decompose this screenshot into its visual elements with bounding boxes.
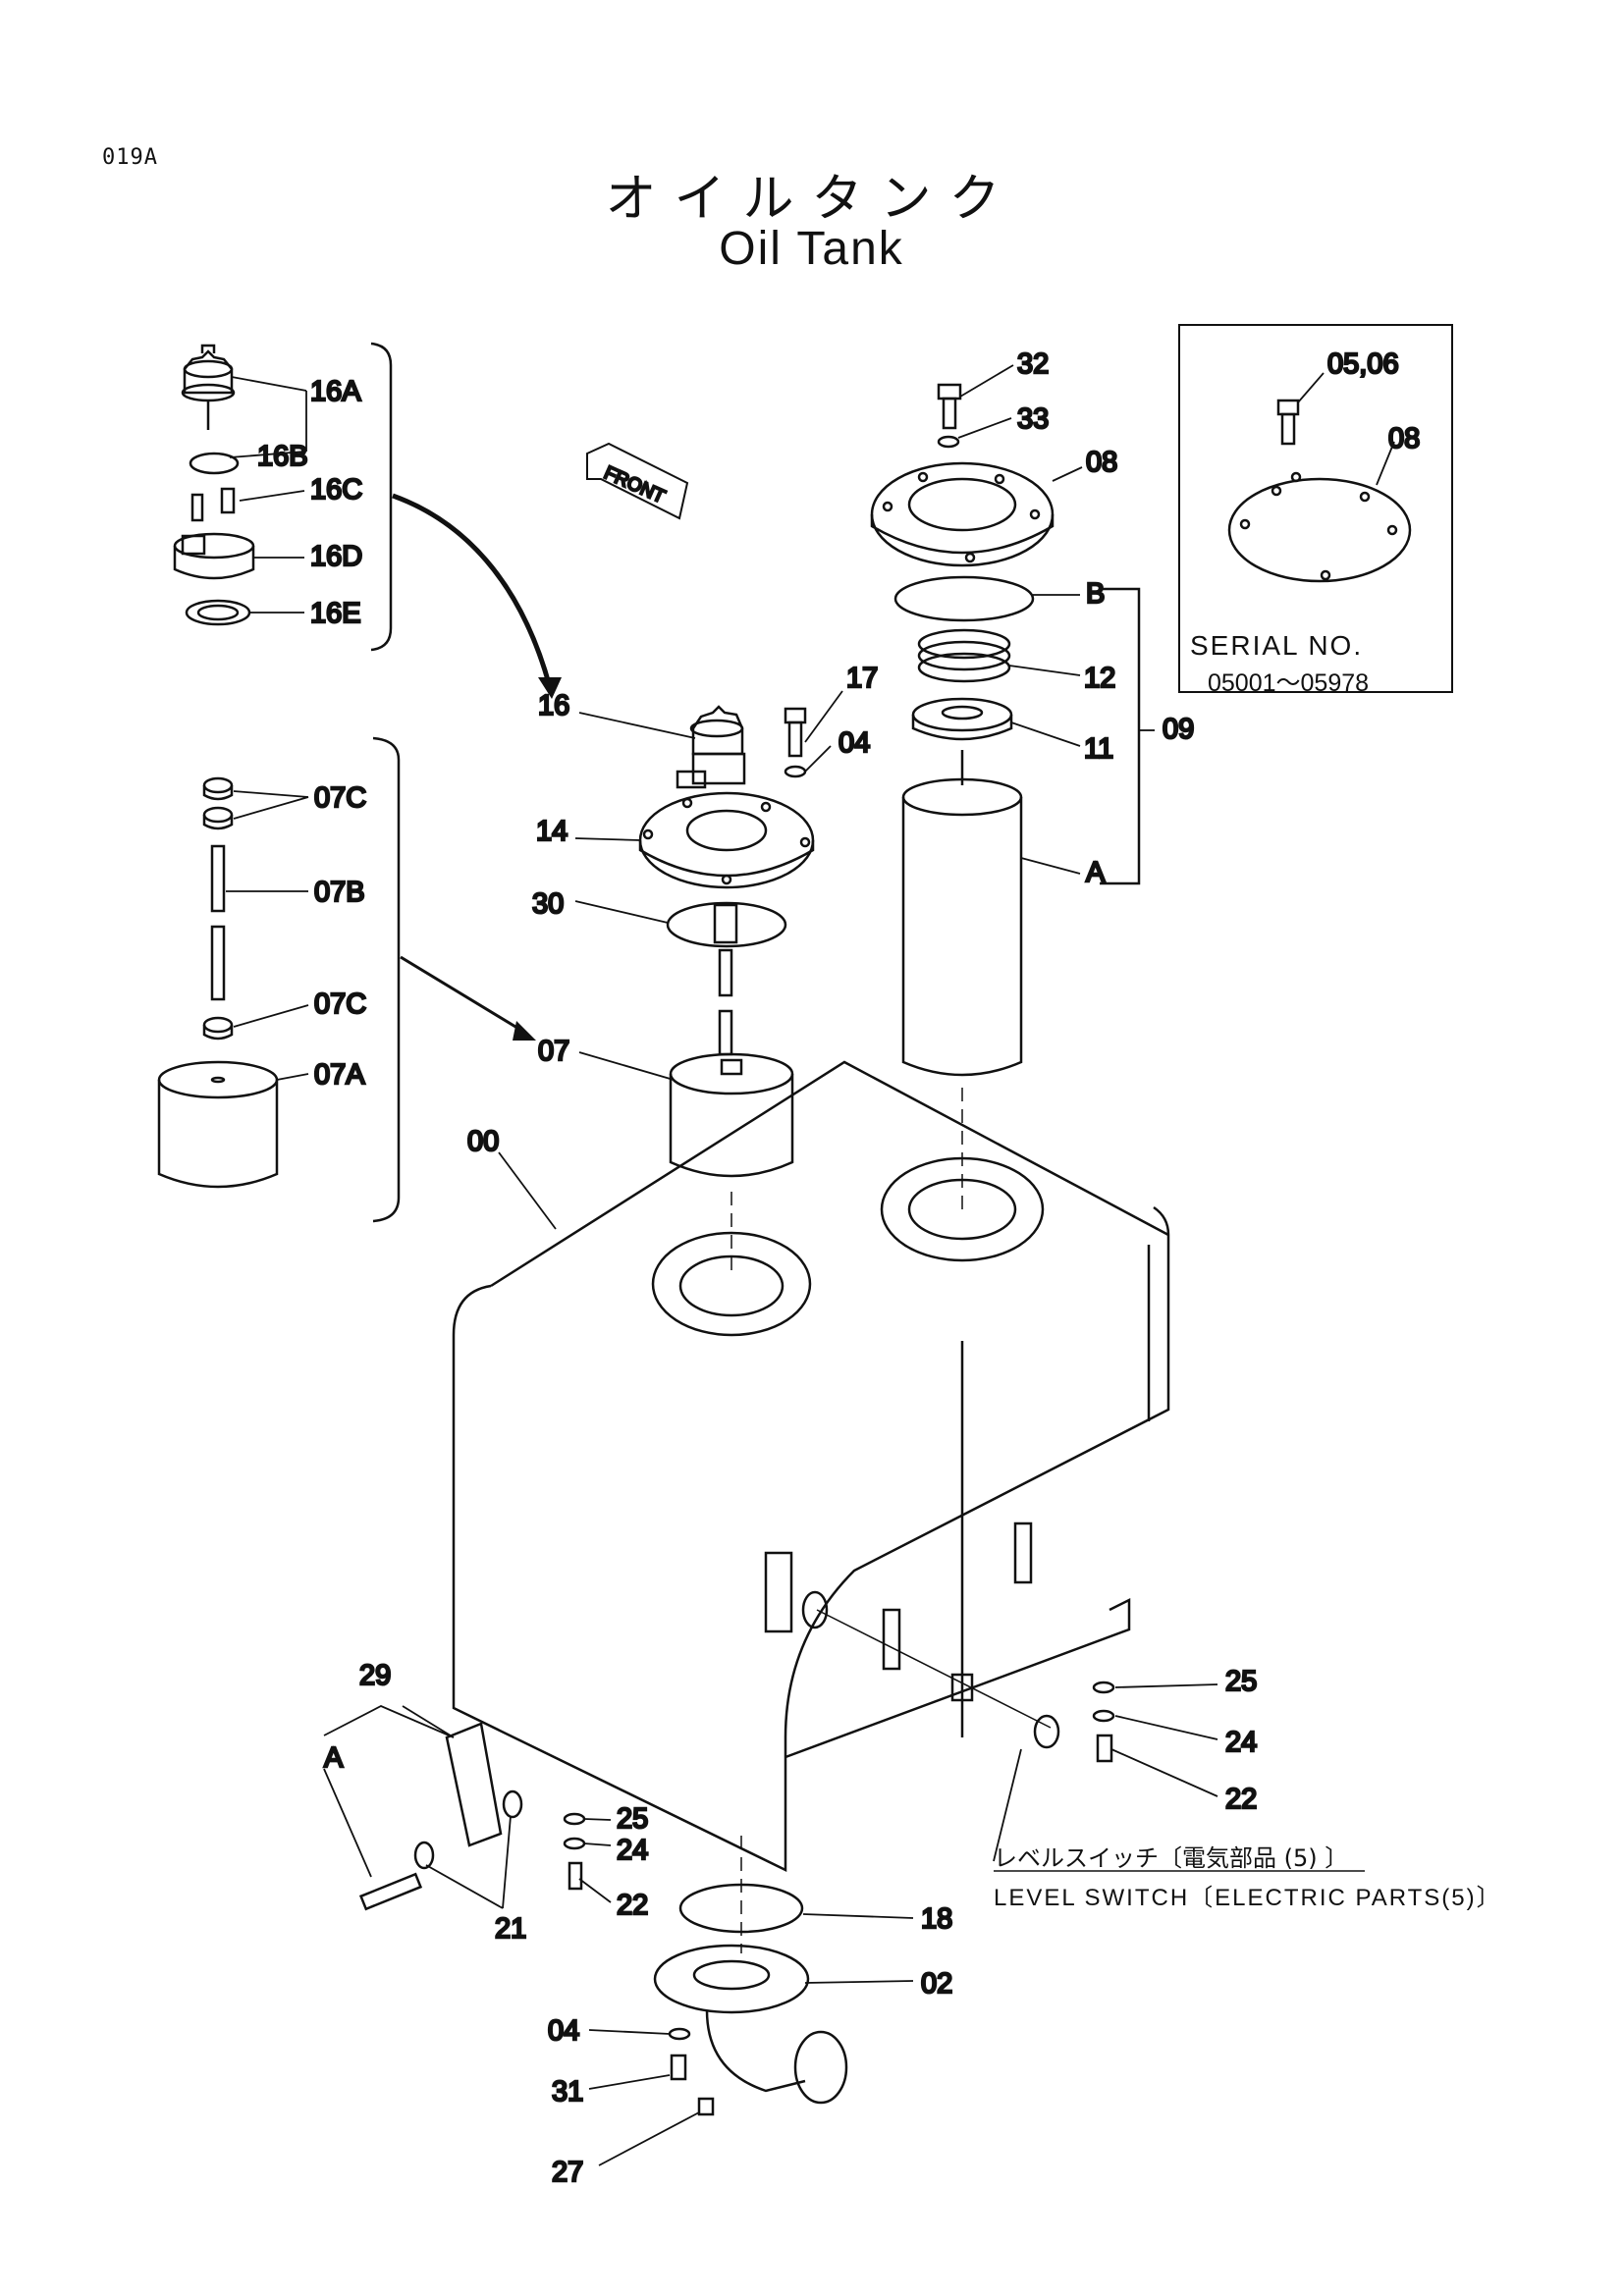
arrow-head-16: [538, 677, 562, 699]
callout-31: 31: [552, 2076, 583, 2108]
callout-16b: 16B: [257, 441, 308, 472]
callout-32: 32: [1017, 348, 1049, 380]
level-switch-label-en: LEVEL SWITCH〔ELECTRIC PARTS(5)〕: [994, 1885, 1502, 1911]
serial-bolt-0506: [1276, 399, 1300, 446]
callout-08-serial: 08: [1388, 423, 1420, 454]
bracket-09: [1100, 587, 1141, 885]
callout-07c-bottom: 07C: [314, 988, 366, 1020]
fasteners-left: [563, 1812, 586, 1891]
arrow-head-07: [513, 1021, 536, 1041]
callout-b: B: [1086, 578, 1105, 610]
callout-07: 07: [538, 1036, 569, 1067]
oring-16b: [189, 452, 240, 475]
arrow-07-group: [400, 955, 526, 1035]
bolt-a: [358, 1872, 423, 1911]
callout-24-left: 24: [617, 1835, 648, 1866]
bracket-29: [445, 1722, 503, 1847]
callout-22-right: 22: [1225, 1784, 1257, 1815]
washer-04-top: [784, 765, 807, 778]
oring-b: [893, 575, 1035, 622]
callout-33: 33: [1017, 403, 1049, 435]
callout-04-bottom: 04: [548, 2015, 579, 2047]
callout-25-right: 25: [1225, 1666, 1257, 1697]
rod-07b: [210, 844, 226, 1001]
callout-07a: 07A: [314, 1059, 365, 1091]
callout-08: 08: [1086, 447, 1117, 478]
cover-08: [870, 461, 1055, 567]
callout-21: 21: [495, 1913, 526, 1945]
callout-27: 27: [552, 2157, 583, 2188]
gasket-16e: [185, 599, 251, 626]
leader-lines: [226, 364, 1395, 2166]
page-code: 019A: [102, 145, 158, 170]
valve-11: [911, 697, 1013, 785]
serial-variant-box: [1178, 324, 1453, 693]
callout-25-left: 25: [617, 1803, 648, 1835]
callout-09: 09: [1163, 714, 1194, 745]
callout-00: 00: [467, 1126, 499, 1157]
callout-14: 14: [536, 816, 568, 847]
callout-29: 29: [359, 1660, 391, 1691]
callout-16: 16: [538, 690, 569, 721]
callout-12: 12: [1084, 663, 1115, 694]
callout-22-left: 22: [617, 1890, 648, 1921]
callout-16a: 16A: [310, 376, 361, 407]
callout-16e: 16E: [310, 598, 361, 629]
callout-30: 30: [532, 888, 564, 920]
callout-a-bolt: A: [324, 1742, 344, 1774]
callout-24-right: 24: [1225, 1727, 1257, 1758]
callout-a: A: [1086, 857, 1106, 888]
fasteners-right: [1092, 1681, 1115, 1763]
callout-04-top: 04: [839, 727, 870, 759]
bolt-32: [937, 383, 962, 430]
cap-16a: [181, 344, 236, 430]
callout-0506-serial: 05,06: [1327, 348, 1399, 380]
adapter-16d: [173, 532, 255, 580]
spring-12: [917, 628, 1011, 683]
callout-18: 18: [921, 1903, 952, 1935]
callout-17: 17: [846, 663, 878, 694]
callout-16d: 16D: [310, 541, 362, 572]
strainer-07: [669, 1052, 794, 1178]
nut-07c-bottom: [202, 1016, 234, 1041]
level-switch: [816, 1609, 1060, 1749]
front-arrow-marker: [586, 442, 689, 520]
serial-range: 05001～05978: [1208, 669, 1370, 697]
callout-07b: 07B: [314, 877, 365, 908]
title-english: Oil Tank: [719, 223, 904, 275]
cover-flange-14: [638, 791, 815, 889]
fasteners-bottom: [668, 2027, 715, 2116]
level-switch-label-jp: レベルスイッチ〔電気部品 (5) 〕: [994, 1844, 1349, 1872]
bracket-07-group: [372, 736, 401, 1223]
tank-body-00: [452, 1060, 1170, 1873]
cap-16: [676, 705, 746, 789]
nuts-07c-top: [202, 776, 234, 830]
callout-07c-top: 07C: [314, 782, 366, 814]
gasket-16e-inner: [196, 604, 240, 621]
serial-cover-08: [1227, 471, 1412, 583]
callout-16c: 16C: [310, 474, 362, 506]
serial-title: SERIAL NO.: [1190, 630, 1364, 661]
washers-21: [413, 1789, 523, 1870]
seal-30: [666, 901, 787, 948]
screws-16c: [190, 487, 236, 522]
bracket-16-group: [370, 342, 393, 652]
element-07a: [157, 1060, 279, 1189]
bolt-17: [784, 707, 807, 758]
title-japanese: オイルタンク: [605, 170, 1018, 229]
suction-pipe-02: [653, 1944, 848, 2105]
fitting-center: [713, 903, 738, 1056]
washer-33: [937, 435, 960, 449]
callout-11: 11: [1084, 733, 1113, 765]
arrow-16-group: [392, 493, 553, 688]
callout-02: 02: [921, 1968, 952, 2000]
filter-element-a: [901, 777, 1023, 1077]
